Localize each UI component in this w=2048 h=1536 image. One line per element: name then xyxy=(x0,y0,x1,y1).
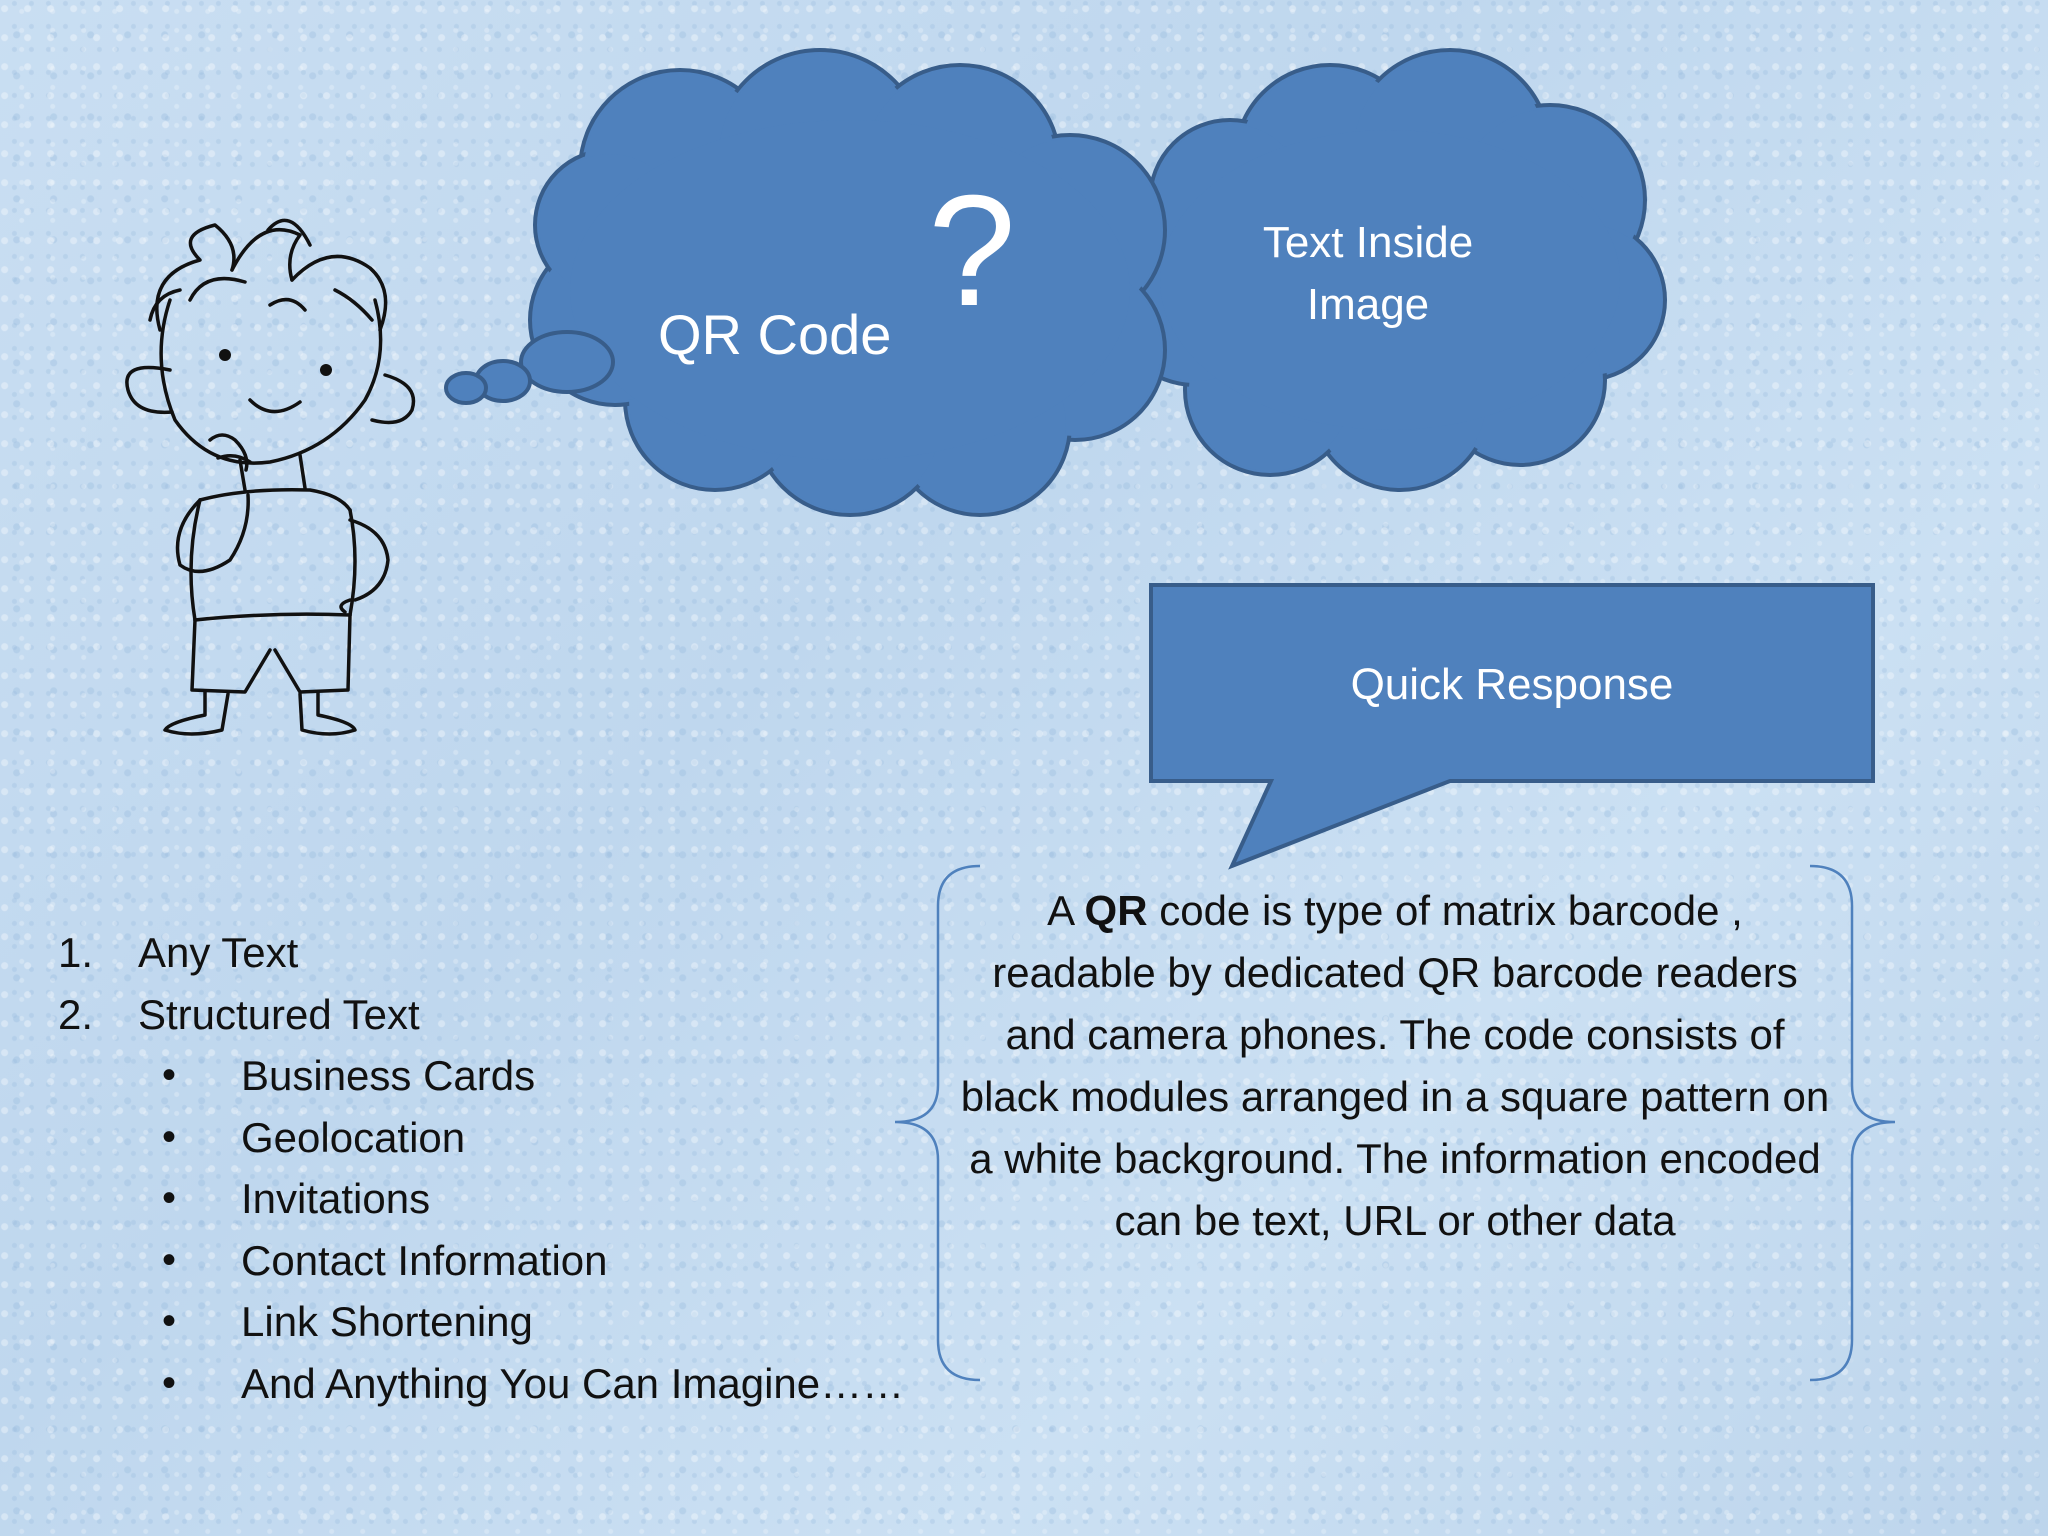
list-item: • Contact Information xyxy=(58,1230,904,1292)
list-number: 2. xyxy=(58,990,94,1038)
question-mark: ? xyxy=(928,163,1016,339)
bullet-icon: • xyxy=(162,1237,177,1282)
list-item-text: Business Cards xyxy=(241,1052,536,1099)
list-item-text: Structured Text xyxy=(138,990,420,1038)
description-prefix: A xyxy=(1047,887,1085,934)
description-bold: QR xyxy=(1084,887,1148,934)
list-item: • And Anything You Can Imagine…… xyxy=(58,1353,904,1415)
right-brace xyxy=(1809,864,1896,1382)
thought-bubbles xyxy=(444,330,615,405)
list-item: • Business Cards xyxy=(58,1045,904,1107)
list-item: • Invitations xyxy=(58,1168,904,1230)
list-item: • Link Shortening xyxy=(58,1291,904,1353)
description-rest: code is type of matrix barcode , readabl… xyxy=(960,887,1830,1244)
list-item: 1. Any Text xyxy=(58,922,904,984)
list-number: 1. xyxy=(58,929,94,976)
text-inside-image-label: Text Inside Image xyxy=(1262,218,1474,329)
list-item-text: Link Shortening xyxy=(241,1298,533,1345)
qr-description: A QR code is type of matrix barcode , re… xyxy=(960,880,1830,1252)
bullet-icon: • xyxy=(162,1299,177,1343)
list-item-text: And Anything You Can Imagine…… xyxy=(241,1359,905,1407)
quick-response-label: Quick Response xyxy=(1350,660,1674,709)
uses-list: 1. Any Text 2. Structured Text • Business C… xyxy=(58,922,904,1414)
quick-response-callout xyxy=(1149,583,1875,870)
list-item-text: Geolocation xyxy=(241,1113,466,1161)
qr-code-label: QR Code xyxy=(658,303,892,366)
list-item: 2. Structured Text xyxy=(58,984,904,1046)
bullet-icon: • xyxy=(162,1176,177,1220)
left-brace xyxy=(894,864,981,1382)
list-item-text: Contact Information xyxy=(241,1236,608,1284)
list-item: • Geolocation xyxy=(58,1107,904,1169)
list-item-text: Any Text xyxy=(138,929,299,976)
bullet-icon: • xyxy=(162,1360,177,1405)
list-item-text: Invitations xyxy=(241,1175,431,1222)
bullet-icon: • xyxy=(162,1114,177,1159)
bullet-icon: • xyxy=(162,1053,177,1097)
